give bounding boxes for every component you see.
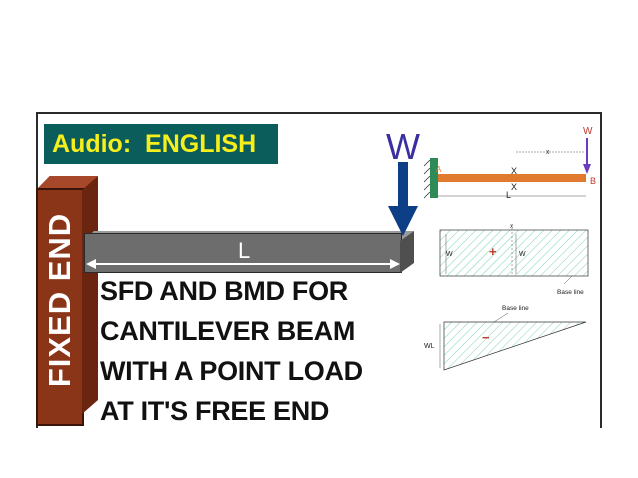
l-dimension-label: L [506, 190, 511, 200]
audio-badge: Audio: ENGLISH [44, 124, 278, 164]
beam-length-dimension [86, 259, 400, 269]
sfd-sign: + [489, 244, 497, 259]
sfd-x-mark: x [510, 224, 513, 230]
x-dimension-label: x [546, 149, 550, 156]
diagram-support [423, 158, 438, 199]
bmd-base-label: Base line [502, 305, 529, 312]
end-b-label: B [590, 176, 596, 186]
fixed-end-label: FIXED END [42, 212, 77, 388]
title-line-4: AT IT'S FREE END [100, 396, 330, 426]
beam-end-face [400, 231, 414, 273]
diagram-beam [438, 174, 586, 182]
shear-force-diagram: x W W + Base line [439, 224, 589, 296]
fixed-wall-side-face [82, 176, 98, 414]
end-a-label: A [436, 165, 442, 174]
diagram-load-label: W [583, 126, 593, 137]
load-arrow [388, 162, 418, 236]
title-line-3: WITH A POINT LOAD [100, 356, 363, 386]
frame-top-line [36, 112, 602, 114]
sfd-right-value: W [519, 251, 526, 258]
section-x-lower: X [511, 182, 517, 192]
bending-moment-diagram: Base line WL − [424, 305, 587, 371]
sfd-base-label: Base line [557, 289, 584, 296]
beam-length-label: L [238, 238, 251, 263]
sfd-left-value: W [446, 251, 453, 258]
diagram-load-arrowhead [583, 164, 591, 174]
load-w-label: W [386, 126, 420, 167]
bmd-value-label: WL [424, 343, 435, 350]
fixed-wall-top-face [36, 176, 98, 190]
section-x-upper: X [511, 166, 517, 176]
title-line-2: CANTILEVER BEAM [100, 316, 356, 346]
bmd-sign: − [482, 330, 490, 345]
frame-right-line [600, 112, 602, 428]
title-line-1: SFD AND BMD FOR [100, 276, 348, 306]
cantilever-diagram: A B W x X X L x W W + Base line Ba [423, 126, 596, 371]
cantilever-beam [84, 233, 402, 273]
